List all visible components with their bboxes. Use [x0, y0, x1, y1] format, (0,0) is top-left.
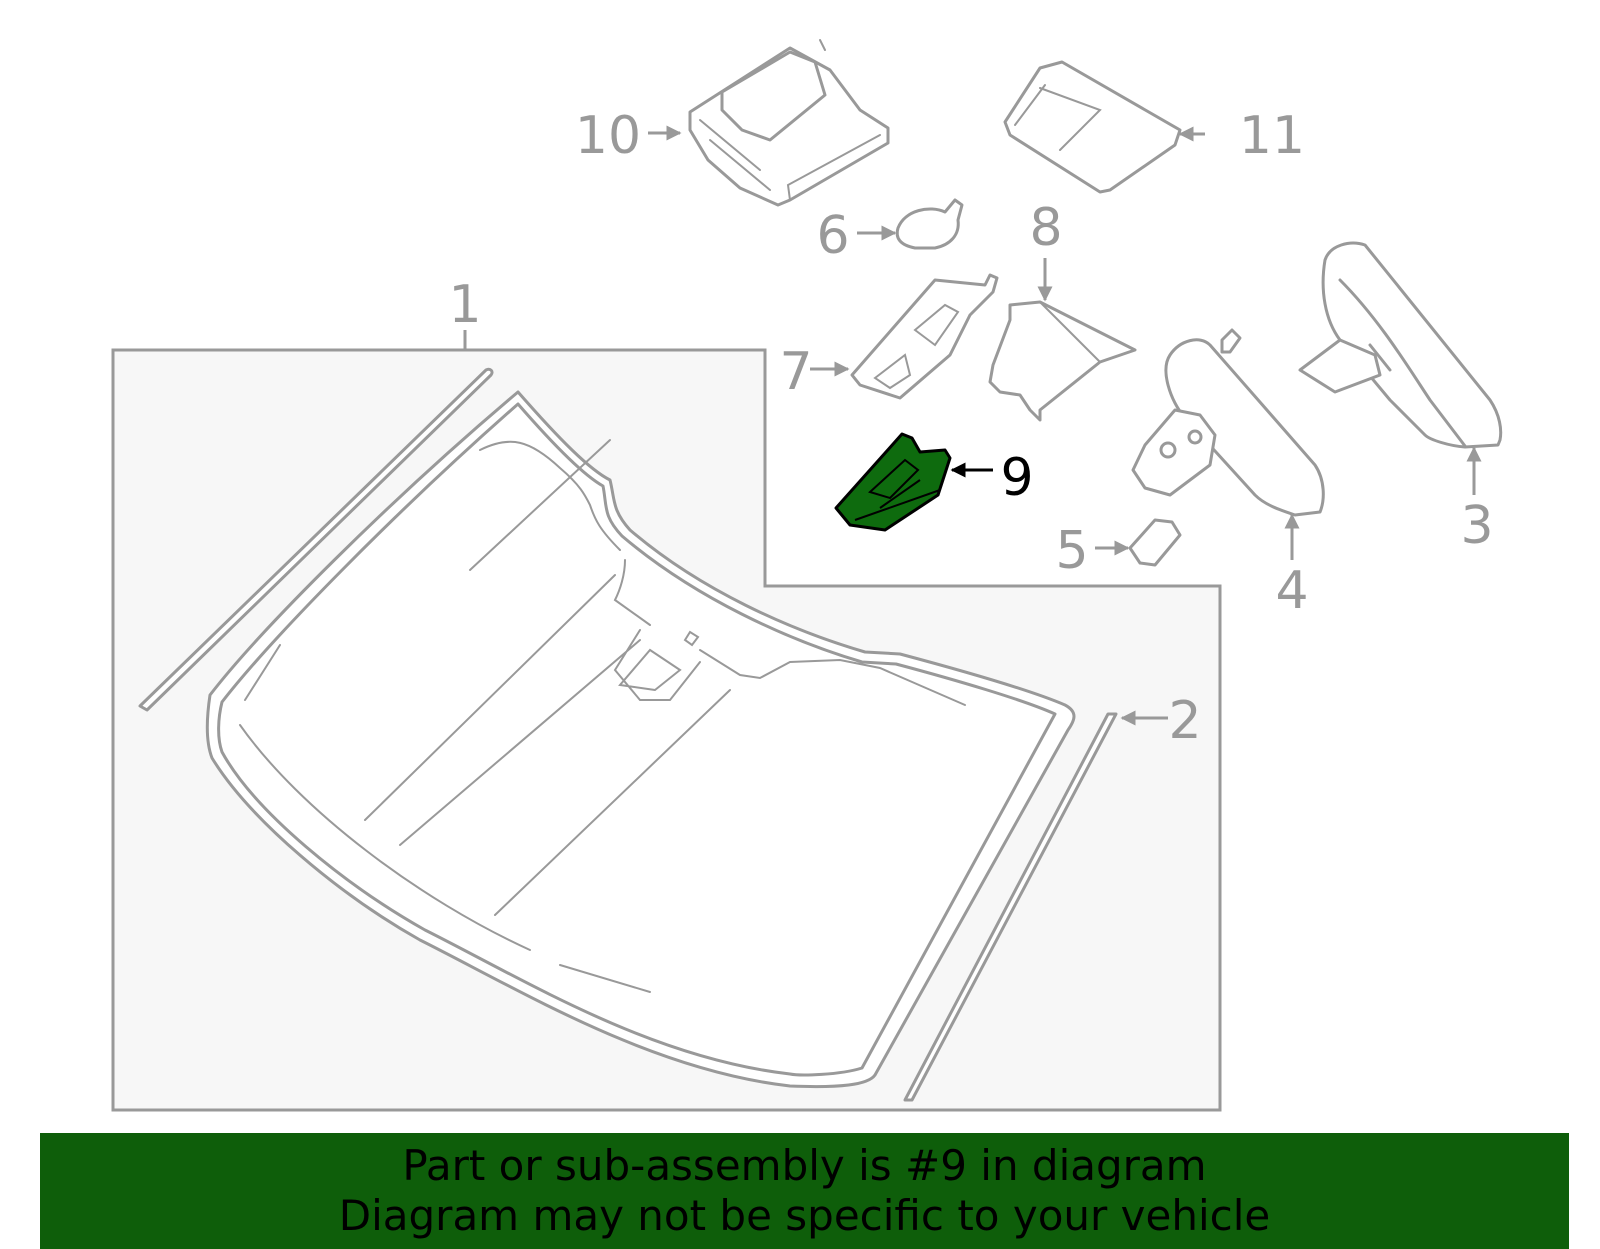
part-3-mirror — [1298, 241, 1503, 449]
part-6-cap — [895, 198, 964, 250]
part-9-bracket — [834, 432, 952, 532]
info-banner: Part or sub-assembly is #9 in diagram Di… — [40, 1133, 1569, 1249]
part-11-console — [1003, 60, 1182, 194]
label-4: 4 — [1275, 561, 1308, 621]
part-2-strip — [903, 712, 1118, 1102]
banner-line-2: Diagram may not be specific to your vehi… — [338, 1191, 1271, 1240]
part-4-mirror — [1131, 328, 1325, 517]
banner-line-1: Part or sub-assembly is #9 in diagram — [402, 1141, 1207, 1190]
label-7: 7 — [779, 342, 812, 402]
label-5: 5 — [1055, 521, 1088, 581]
part-8-panel — [988, 300, 1137, 422]
label-2: 2 — [1168, 691, 1201, 751]
label-1: 1 — [448, 275, 481, 335]
label-10: 10 — [575, 106, 641, 166]
label-9: 9 — [1000, 448, 1033, 508]
part-10-module — [688, 39, 890, 207]
label-11: 11 — [1239, 106, 1305, 166]
label-6: 6 — [816, 206, 849, 266]
label-8: 8 — [1029, 198, 1062, 258]
part-5-block — [1128, 518, 1182, 567]
molding-strip-left — [138, 367, 494, 712]
label-3: 3 — [1460, 496, 1493, 556]
windshield-drawing — [205, 390, 1076, 1089]
